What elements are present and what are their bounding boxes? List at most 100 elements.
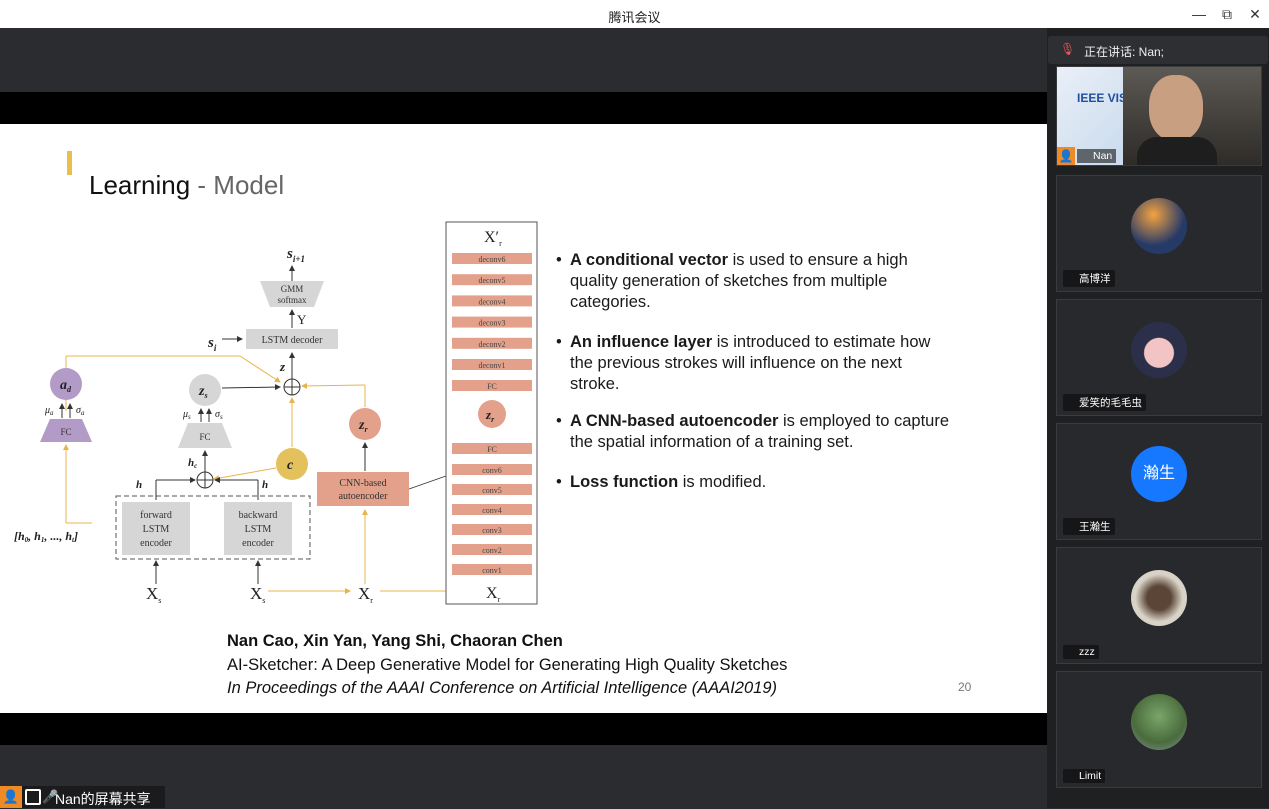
softmax-label: softmax xyxy=(278,295,307,305)
sigma-a-label: σa xyxy=(76,405,85,417)
x-s-fwd-label: Xs xyxy=(146,584,161,605)
heading-main: Learning xyxy=(89,170,190,200)
avatar xyxy=(1131,198,1187,254)
bullet-item: A conditional vector is used to ensure a… xyxy=(556,250,956,313)
bullet-item: Loss function is modified. xyxy=(556,472,956,493)
bullet-item: An influence layer is introduced to esti… xyxy=(556,332,956,395)
mu-s-label: μs xyxy=(182,409,191,421)
bullet-text: is modified. xyxy=(678,473,766,491)
deconv-label: deconv1 xyxy=(478,361,505,370)
heading-sub: - Model xyxy=(190,170,284,200)
conv-label: conv4 xyxy=(482,506,502,515)
s-next-label: si+1 xyxy=(286,246,305,264)
screen-icon xyxy=(25,789,41,805)
x-s-bwd-label: Xs xyxy=(250,584,265,605)
letterbox-bottom xyxy=(0,713,1047,745)
host-icon: 👤 xyxy=(0,786,22,808)
participant-tile[interactable]: IEEE VIS 会议 👤 Nan xyxy=(1056,66,1262,166)
sigma-s-label: σs xyxy=(215,409,223,421)
participant-name: 爱笑的毛毛虫 xyxy=(1063,394,1146,411)
citation-authors: Nan Cao, Xin Yan, Yang Shi, Chaoran Chen xyxy=(227,630,787,654)
participant-tile[interactable]: 瀚生 王瀚生 xyxy=(1056,423,1262,540)
c-label: c xyxy=(287,458,294,473)
h-bwd-label: h xyxy=(262,479,268,491)
conv-label: conv2 xyxy=(482,546,502,555)
x-r-label: Xr xyxy=(358,584,373,605)
hidden-seq-label: [h0, h1, ..., ht] xyxy=(14,529,78,544)
gmm-label: GMM xyxy=(281,284,304,294)
conv-label: conv1 xyxy=(482,566,502,575)
slide-heading: Learning - Model xyxy=(89,170,284,201)
bullet-list: A conditional vector is used to ensure a… xyxy=(556,250,956,493)
minimize-button[interactable]: — xyxy=(1188,4,1210,24)
participant-name: zzz xyxy=(1063,645,1099,659)
speaking-indicator: 🎙 正在讲话: Nan; xyxy=(1048,36,1268,64)
fc-bottom-label: FC xyxy=(487,445,497,454)
participant-name: Nan xyxy=(1077,149,1116,163)
avatar xyxy=(1131,694,1187,750)
backward-label-1: backward xyxy=(239,510,278,521)
heading-accent xyxy=(67,151,72,175)
fc-a-label: FC xyxy=(60,427,71,437)
fc-s-label: FC xyxy=(199,432,210,442)
z-label: z xyxy=(279,359,286,374)
backward-label-3: encoder xyxy=(242,538,274,549)
participant-name: 高博洋 xyxy=(1063,270,1115,287)
participant-name: Limit xyxy=(1063,769,1105,783)
avatar xyxy=(1131,570,1187,626)
participant-tile[interactable]: 爱笑的毛毛虫 xyxy=(1056,299,1262,416)
participant-name: 王瀚生 xyxy=(1063,518,1115,535)
deconv-label: deconv2 xyxy=(478,340,505,349)
cnn-label-2: autoencoder xyxy=(339,491,389,502)
window-title: 腾讯会议 xyxy=(0,7,1269,26)
conv-label: conv3 xyxy=(482,526,502,535)
bullet-item: A CNN-based autoencoder is employed to c… xyxy=(556,411,956,453)
conv-label: conv5 xyxy=(482,486,502,495)
restore-button[interactable]: ⧉ xyxy=(1216,4,1238,24)
speaking-label: 正在讲话: Nan; xyxy=(1084,43,1164,60)
mu-a-label: μa xyxy=(44,405,54,417)
host-icon: 👤 xyxy=(1057,147,1075,165)
avatar xyxy=(1131,322,1187,378)
close-button[interactable]: ✕ xyxy=(1244,4,1266,24)
screen-share-badge[interactable]: 👤 🎤 Nan的屏幕共享 xyxy=(0,786,165,808)
deconv-label: deconv4 xyxy=(478,297,505,306)
screen-share-label: Nan的屏幕共享 xyxy=(55,789,151,809)
mic-muted-icon: 🎙 xyxy=(1060,42,1075,56)
model-diagram: si+1 GMM softmax Y LSTM decoder si z ad … xyxy=(0,219,550,619)
letterbox-top xyxy=(0,92,1047,124)
fc-top-label: FC xyxy=(487,382,497,391)
page-number: 20 xyxy=(958,680,971,694)
video-text: IEEE VIS xyxy=(1077,91,1127,105)
bullet-bold: An influence layer xyxy=(570,333,712,351)
y-label: Y xyxy=(297,312,307,327)
citation: Nan Cao, Xin Yan, Yang Shi, Chaoran Chen… xyxy=(227,630,787,701)
zr-node xyxy=(349,408,381,440)
participant-tile[interactable]: 高博洋 xyxy=(1056,175,1262,292)
forward-label-1: forward xyxy=(140,510,172,521)
bullet-bold: A CNN-based autoencoder xyxy=(570,412,778,430)
bullet-bold: A conditional vector xyxy=(570,251,728,269)
deconv-label: deconv5 xyxy=(478,276,505,285)
slide: Learning - Model si+1 GMM softmax Y LSTM… xyxy=(0,124,1047,713)
conv-label: conv6 xyxy=(482,466,502,475)
backward-label-2: LSTM xyxy=(245,524,272,535)
forward-label-2: LSTM xyxy=(143,524,170,535)
speaker-face xyxy=(1149,75,1203,141)
lstm-decoder-label: LSTM decoder xyxy=(262,335,323,346)
citation-venue: In Proceedings of the AAAI Conference on… xyxy=(227,677,787,701)
hc-label: hc xyxy=(188,457,197,470)
speaker-shirt xyxy=(1137,137,1217,165)
title-bar: 腾讯会议 — ⧉ ✕ xyxy=(0,0,1269,29)
participant-tile[interactable]: Limit xyxy=(1056,671,1262,788)
deconv-label: deconv3 xyxy=(478,319,505,328)
bullet-bold: Loss function xyxy=(570,473,678,491)
deconv-label: deconv6 xyxy=(478,255,505,264)
zs-node xyxy=(189,374,221,406)
h-fwd-label: h xyxy=(136,479,142,491)
cnn-label-1: CNN-based xyxy=(339,478,386,489)
participant-tile[interactable]: zzz xyxy=(1056,547,1262,664)
forward-label-3: encoder xyxy=(140,538,172,549)
avatar: 瀚生 xyxy=(1131,446,1187,502)
citation-title: AI-Sketcher: A Deep Generative Model for… xyxy=(227,654,787,678)
